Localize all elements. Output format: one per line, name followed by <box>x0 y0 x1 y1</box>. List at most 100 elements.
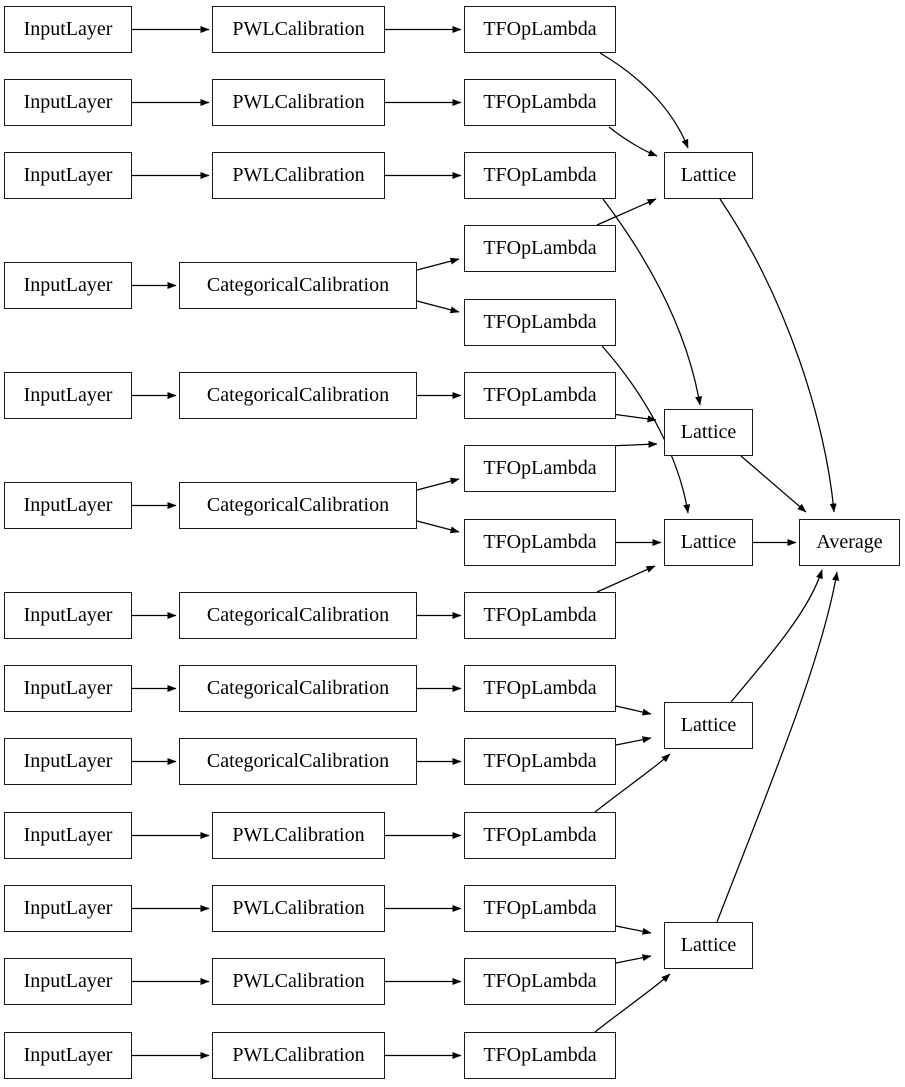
node-pwl1-pwl: PWLCalibration <box>212 6 385 53</box>
input-node-label: InputLayer <box>23 18 113 40</box>
lambda-node-label: TFOpLambda <box>483 531 597 553</box>
edge-L5-to-avg <box>716 571 840 923</box>
node-in1-input: InputLayer <box>4 6 132 53</box>
input-node-label: InputLayer <box>23 604 113 626</box>
edge-t5-to-L3 <box>601 345 691 514</box>
node-avg-average: Average <box>799 519 900 566</box>
node-L3-lattice: Lattice <box>664 519 753 566</box>
node-in3-input: InputLayer <box>4 152 132 199</box>
lambda-node-label: TFOpLambda <box>483 824 597 846</box>
node-t14-lambda: TFOpLambda <box>464 958 616 1005</box>
node-t9-lambda: TFOpLambda <box>464 592 616 639</box>
node-L1-lattice: Lattice <box>664 152 753 199</box>
node-t1-lambda: TFOpLambda <box>464 6 616 53</box>
pwl-node-label: PWLCalibration <box>232 18 365 40</box>
node-t12-lambda: TFOpLambda <box>464 812 616 859</box>
edge-t11-to-L4 <box>615 736 652 746</box>
categorical-node-label: CategoricalCalibration <box>206 494 390 516</box>
node-in5-input: InputLayer <box>4 372 132 419</box>
lambda-node-label: TFOpLambda <box>483 18 597 40</box>
edge-t10-to-L4 <box>615 705 652 716</box>
pwl-node-label: PWLCalibration <box>232 970 365 992</box>
input-node-label: InputLayer <box>23 677 113 699</box>
node-cat3-categorical: CategoricalCalibration <box>179 482 417 529</box>
node-t13-lambda: TFOpLambda <box>464 885 616 932</box>
input-node-label: InputLayer <box>23 274 113 296</box>
lambda-node-label: TFOpLambda <box>483 750 597 772</box>
lattice-node-label: Lattice <box>680 934 737 956</box>
categorical-node-label: CategoricalCalibration <box>206 604 390 626</box>
lambda-node-label: TFOpLambda <box>483 897 597 919</box>
input-node-label: InputLayer <box>23 824 113 846</box>
node-pwl3-pwl: PWLCalibration <box>212 152 385 199</box>
node-in11-input: InputLayer <box>4 885 132 932</box>
average-node-label: Average <box>816 531 883 553</box>
lattice-node-label: Lattice <box>680 164 737 186</box>
edge-t9-to-L3 <box>596 565 656 593</box>
lattice-node-label: Lattice <box>680 531 737 553</box>
node-pwl7-pwl: PWLCalibration <box>212 1032 385 1079</box>
pwl-node-label: PWLCalibration <box>232 824 365 846</box>
edge-L4-to-avg <box>730 569 823 703</box>
node-pwl4-pwl: PWLCalibration <box>212 812 385 859</box>
edge-t13-to-L5 <box>615 925 652 935</box>
lambda-node-label: TFOpLambda <box>483 457 597 479</box>
lattice-node-label: Lattice <box>680 714 737 736</box>
node-cat4-categorical: CategoricalCalibration <box>179 592 417 639</box>
node-in6-input: InputLayer <box>4 482 132 529</box>
input-node-label: InputLayer <box>23 91 113 113</box>
categorical-node-label: CategoricalCalibration <box>206 274 390 296</box>
node-t15-lambda: TFOpLambda <box>464 1032 616 1079</box>
edge-t3-to-L2 <box>602 198 703 406</box>
lambda-node-label: TFOpLambda <box>483 384 597 406</box>
edge-t14-to-L5 <box>615 954 652 964</box>
lambda-node-label: TFOpLambda <box>483 164 597 186</box>
lambda-node-label: TFOpLambda <box>483 970 597 992</box>
lambda-node-label: TFOpLambda <box>483 677 597 699</box>
edge-cat3-to-t7 <box>416 477 460 491</box>
node-in9-input: InputLayer <box>4 738 132 785</box>
node-pwl2-pwl: PWLCalibration <box>212 79 385 126</box>
input-node-label: InputLayer <box>23 750 113 772</box>
input-node-label: InputLayer <box>23 1044 113 1066</box>
pwl-node-label: PWLCalibration <box>232 164 365 186</box>
edge-t15-to-L5 <box>594 973 671 1033</box>
edge-cat3-to-t8 <box>416 520 460 534</box>
pwl-node-label: PWLCalibration <box>232 91 365 113</box>
categorical-node-label: CategoricalCalibration <box>206 677 390 699</box>
input-node-label: InputLayer <box>23 384 113 406</box>
lambda-node-label: TFOpLambda <box>483 1044 597 1066</box>
node-cat2-categorical: CategoricalCalibration <box>179 372 417 419</box>
node-cat6-categorical: CategoricalCalibration <box>179 738 417 785</box>
node-t6-lambda: TFOpLambda <box>464 372 616 419</box>
input-node-label: InputLayer <box>23 897 113 919</box>
node-L2-lattice: Lattice <box>664 409 753 456</box>
input-node-label: InputLayer <box>23 164 113 186</box>
node-t5-lambda: TFOpLambda <box>464 299 616 346</box>
node-L5-lattice: Lattice <box>664 922 753 969</box>
categorical-node-label: CategoricalCalibration <box>206 384 390 406</box>
node-in10-input: InputLayer <box>4 812 132 859</box>
input-node-label: InputLayer <box>23 970 113 992</box>
node-t10-lambda: TFOpLambda <box>464 665 616 712</box>
lambda-node-label: TFOpLambda <box>483 604 597 626</box>
lambda-node-label: TFOpLambda <box>483 91 597 113</box>
edge-cat1-to-t5 <box>416 300 460 314</box>
node-t8-lambda: TFOpLambda <box>464 519 616 566</box>
pwl-node-label: PWLCalibration <box>232 1044 365 1066</box>
edge-cat1-to-t4 <box>416 257 460 271</box>
lattice-node-label: Lattice <box>680 421 737 443</box>
edge-L2-to-avg <box>740 455 807 513</box>
node-cat5-categorical: CategoricalCalibration <box>179 665 417 712</box>
node-in4-input: InputLayer <box>4 262 132 309</box>
node-t3-lambda: TFOpLambda <box>464 152 616 199</box>
node-pwl6-pwl: PWLCalibration <box>212 958 385 1005</box>
node-in13-input: InputLayer <box>4 1032 132 1079</box>
lambda-node-label: TFOpLambda <box>483 311 597 333</box>
node-t2-lambda: TFOpLambda <box>464 79 616 126</box>
edge-t1-to-L1 <box>599 52 689 149</box>
lambda-node-label: TFOpLambda <box>483 237 597 259</box>
node-in2-input: InputLayer <box>4 79 132 126</box>
node-cat1-categorical: CategoricalCalibration <box>179 262 417 309</box>
